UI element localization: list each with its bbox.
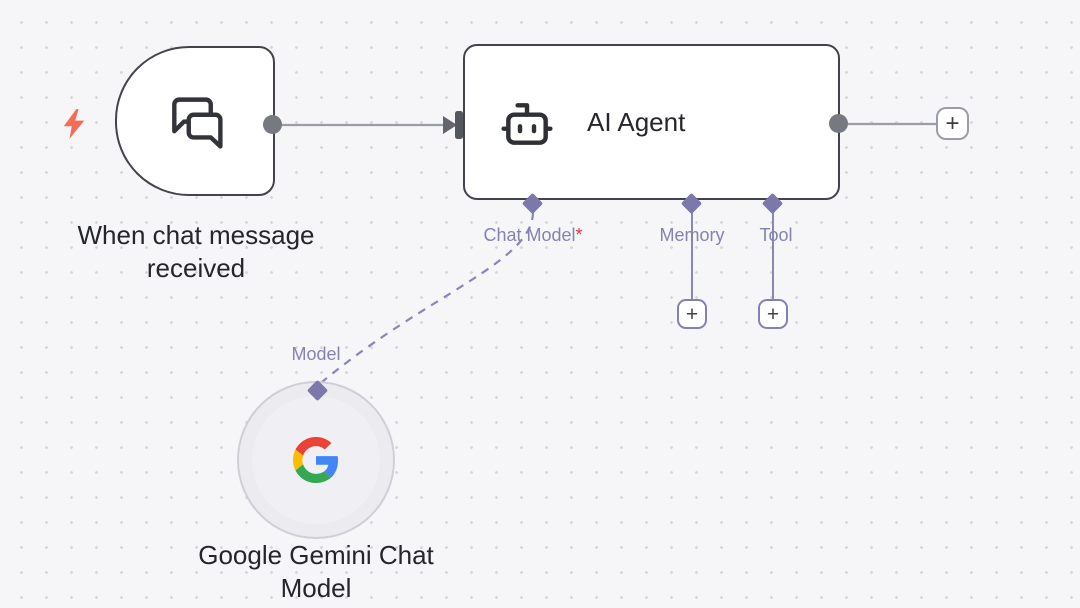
chat-model-label-text: Chat Model [483, 225, 576, 245]
ai-agent-title: AI Agent [587, 106, 686, 137]
robot-icon [501, 103, 553, 145]
trigger-output-port[interactable] [263, 115, 282, 134]
add-tool-button[interactable]: + [758, 299, 788, 329]
agent-output-port[interactable] [829, 114, 848, 133]
trigger-node-label: When chat message received [77, 220, 315, 284]
add-next-node-button[interactable]: + [936, 107, 969, 140]
node-google-gemini-chat-model[interactable] [237, 381, 395, 539]
required-asterisk: * [575, 225, 583, 245]
agent-input-bar [455, 111, 463, 139]
edge-arrowhead [443, 116, 457, 134]
memory-port-label: Memory [659, 225, 725, 245]
google-g-icon [293, 437, 339, 483]
lightning-bolt-icon [63, 109, 85, 139]
chat-bubbles-icon [172, 97, 223, 149]
model-node-label: Google Gemini Chat Model [198, 540, 434, 604]
model-port-label: Model [291, 344, 341, 364]
node-when-chat-message-received[interactable] [115, 46, 275, 196]
add-memory-button[interactable]: + [677, 299, 707, 329]
node-ai-agent[interactable]: AI Agent [463, 44, 840, 200]
model-node-inner [252, 396, 380, 524]
chat-model-port-label: Chat Model* [483, 225, 582, 246]
tool-port-label: Tool [759, 225, 793, 245]
